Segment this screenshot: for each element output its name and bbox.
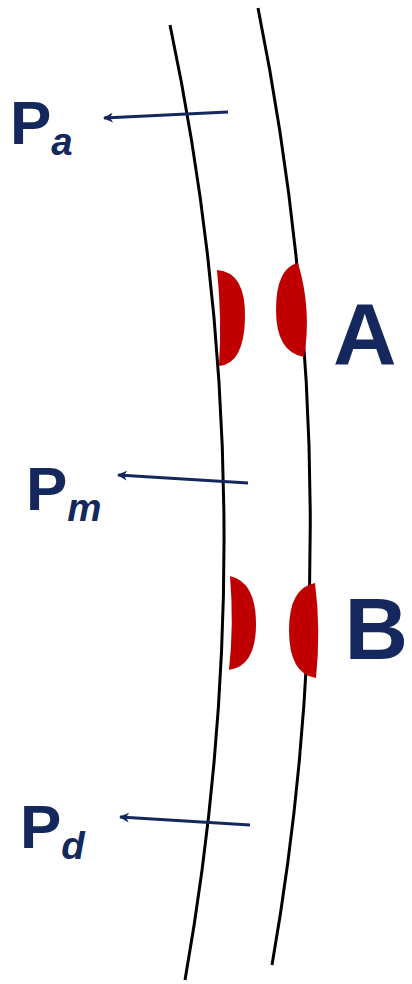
subscript: m xyxy=(67,486,101,529)
subscript: a xyxy=(51,120,72,163)
plaque xyxy=(229,576,256,670)
pressure-label: Pa xyxy=(10,92,73,154)
pressure-label: Pm xyxy=(26,458,102,520)
subscript: d xyxy=(61,824,84,867)
stenosis-label: B xyxy=(344,585,408,673)
plaque xyxy=(217,270,245,366)
pressure-arrow xyxy=(118,475,248,483)
plaque xyxy=(276,263,307,357)
pressure-label: Pd xyxy=(20,796,85,858)
vessel-wall xyxy=(170,25,224,980)
stenosis-label: A xyxy=(333,290,397,378)
pressure-arrow xyxy=(104,112,228,118)
vessel-wall xyxy=(258,8,310,965)
pressure-arrow xyxy=(120,817,250,825)
symbol: P xyxy=(26,454,67,523)
plaque xyxy=(289,583,318,678)
symbol: P xyxy=(20,792,61,861)
symbol: P xyxy=(10,88,51,157)
